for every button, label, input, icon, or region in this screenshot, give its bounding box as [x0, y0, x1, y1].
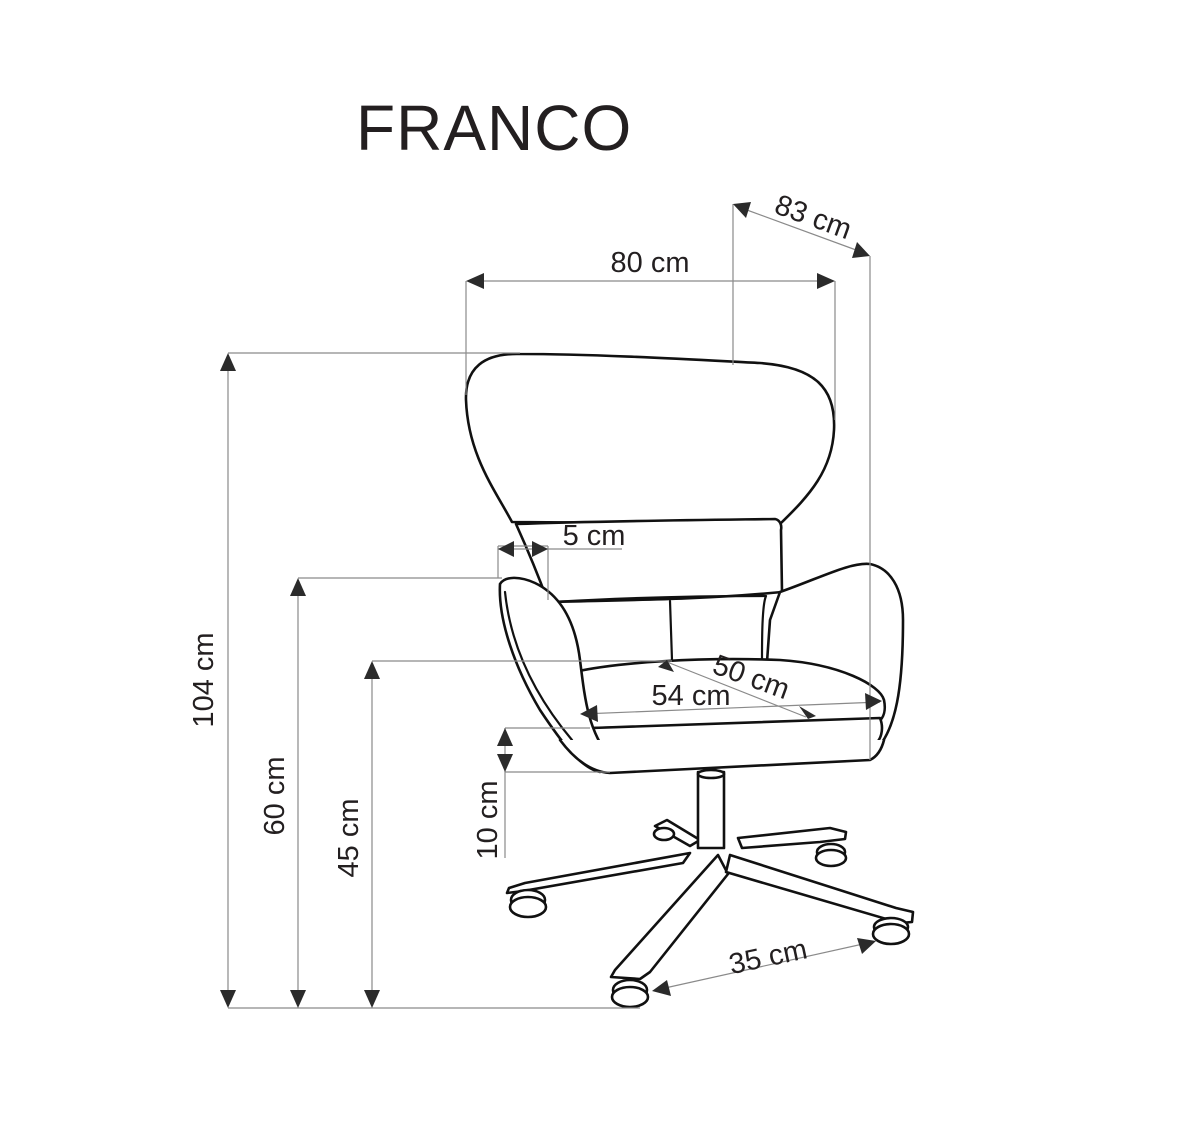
- backrest: [464, 352, 836, 526]
- label-armrest-height: 60 cm: [259, 757, 291, 836]
- label-thickness: 5 cm: [563, 520, 626, 552]
- lumbar-cushion: [514, 517, 784, 604]
- label-seat-height: 45 cm: [333, 799, 365, 878]
- product-title: FRANCO: [356, 92, 633, 164]
- left-armrest: [498, 576, 612, 774]
- label-total-width: 80 cm: [611, 247, 690, 279]
- label-total-depth: 83 cm: [770, 189, 855, 246]
- five-star-base: [505, 818, 915, 1009]
- label-seat-thickness: 10 cm: [472, 781, 504, 860]
- gas-lift-column: [696, 770, 726, 850]
- label-seat-width: 54 cm: [652, 680, 731, 712]
- dimension-lines: [220, 202, 882, 1009]
- chair-illustration: [464, 352, 915, 1009]
- label-base-leg: 35 cm: [726, 933, 810, 981]
- label-total-height: 104 cm: [188, 632, 220, 727]
